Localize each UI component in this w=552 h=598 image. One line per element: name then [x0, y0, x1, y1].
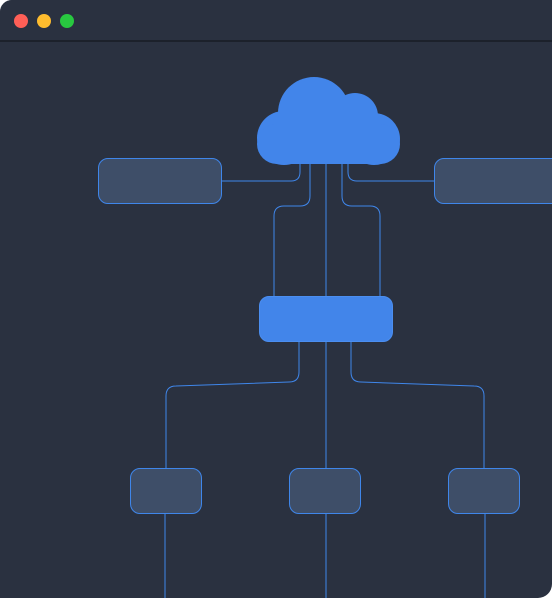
node-bottom-left [130, 468, 202, 514]
node-top-right [434, 158, 552, 204]
connector-cloud-hub-left [273, 164, 311, 297]
connector-cloud-right [347, 164, 435, 182]
connector-hub-right-child [350, 341, 485, 469]
node-top-left [98, 158, 222, 204]
node-bottom-center [289, 468, 361, 514]
hub-node [259, 296, 393, 342]
maximize-button[interactable] [60, 14, 74, 28]
minimize-button[interactable] [37, 14, 51, 28]
connector-hub-left-child [165, 341, 300, 469]
title-bar [0, 0, 552, 42]
close-button[interactable] [14, 14, 28, 28]
connector-cloud-left [222, 164, 301, 182]
connector-cloud-hub-right [341, 164, 381, 297]
cloud-icon [257, 77, 400, 165]
node-bottom-right [448, 468, 520, 514]
